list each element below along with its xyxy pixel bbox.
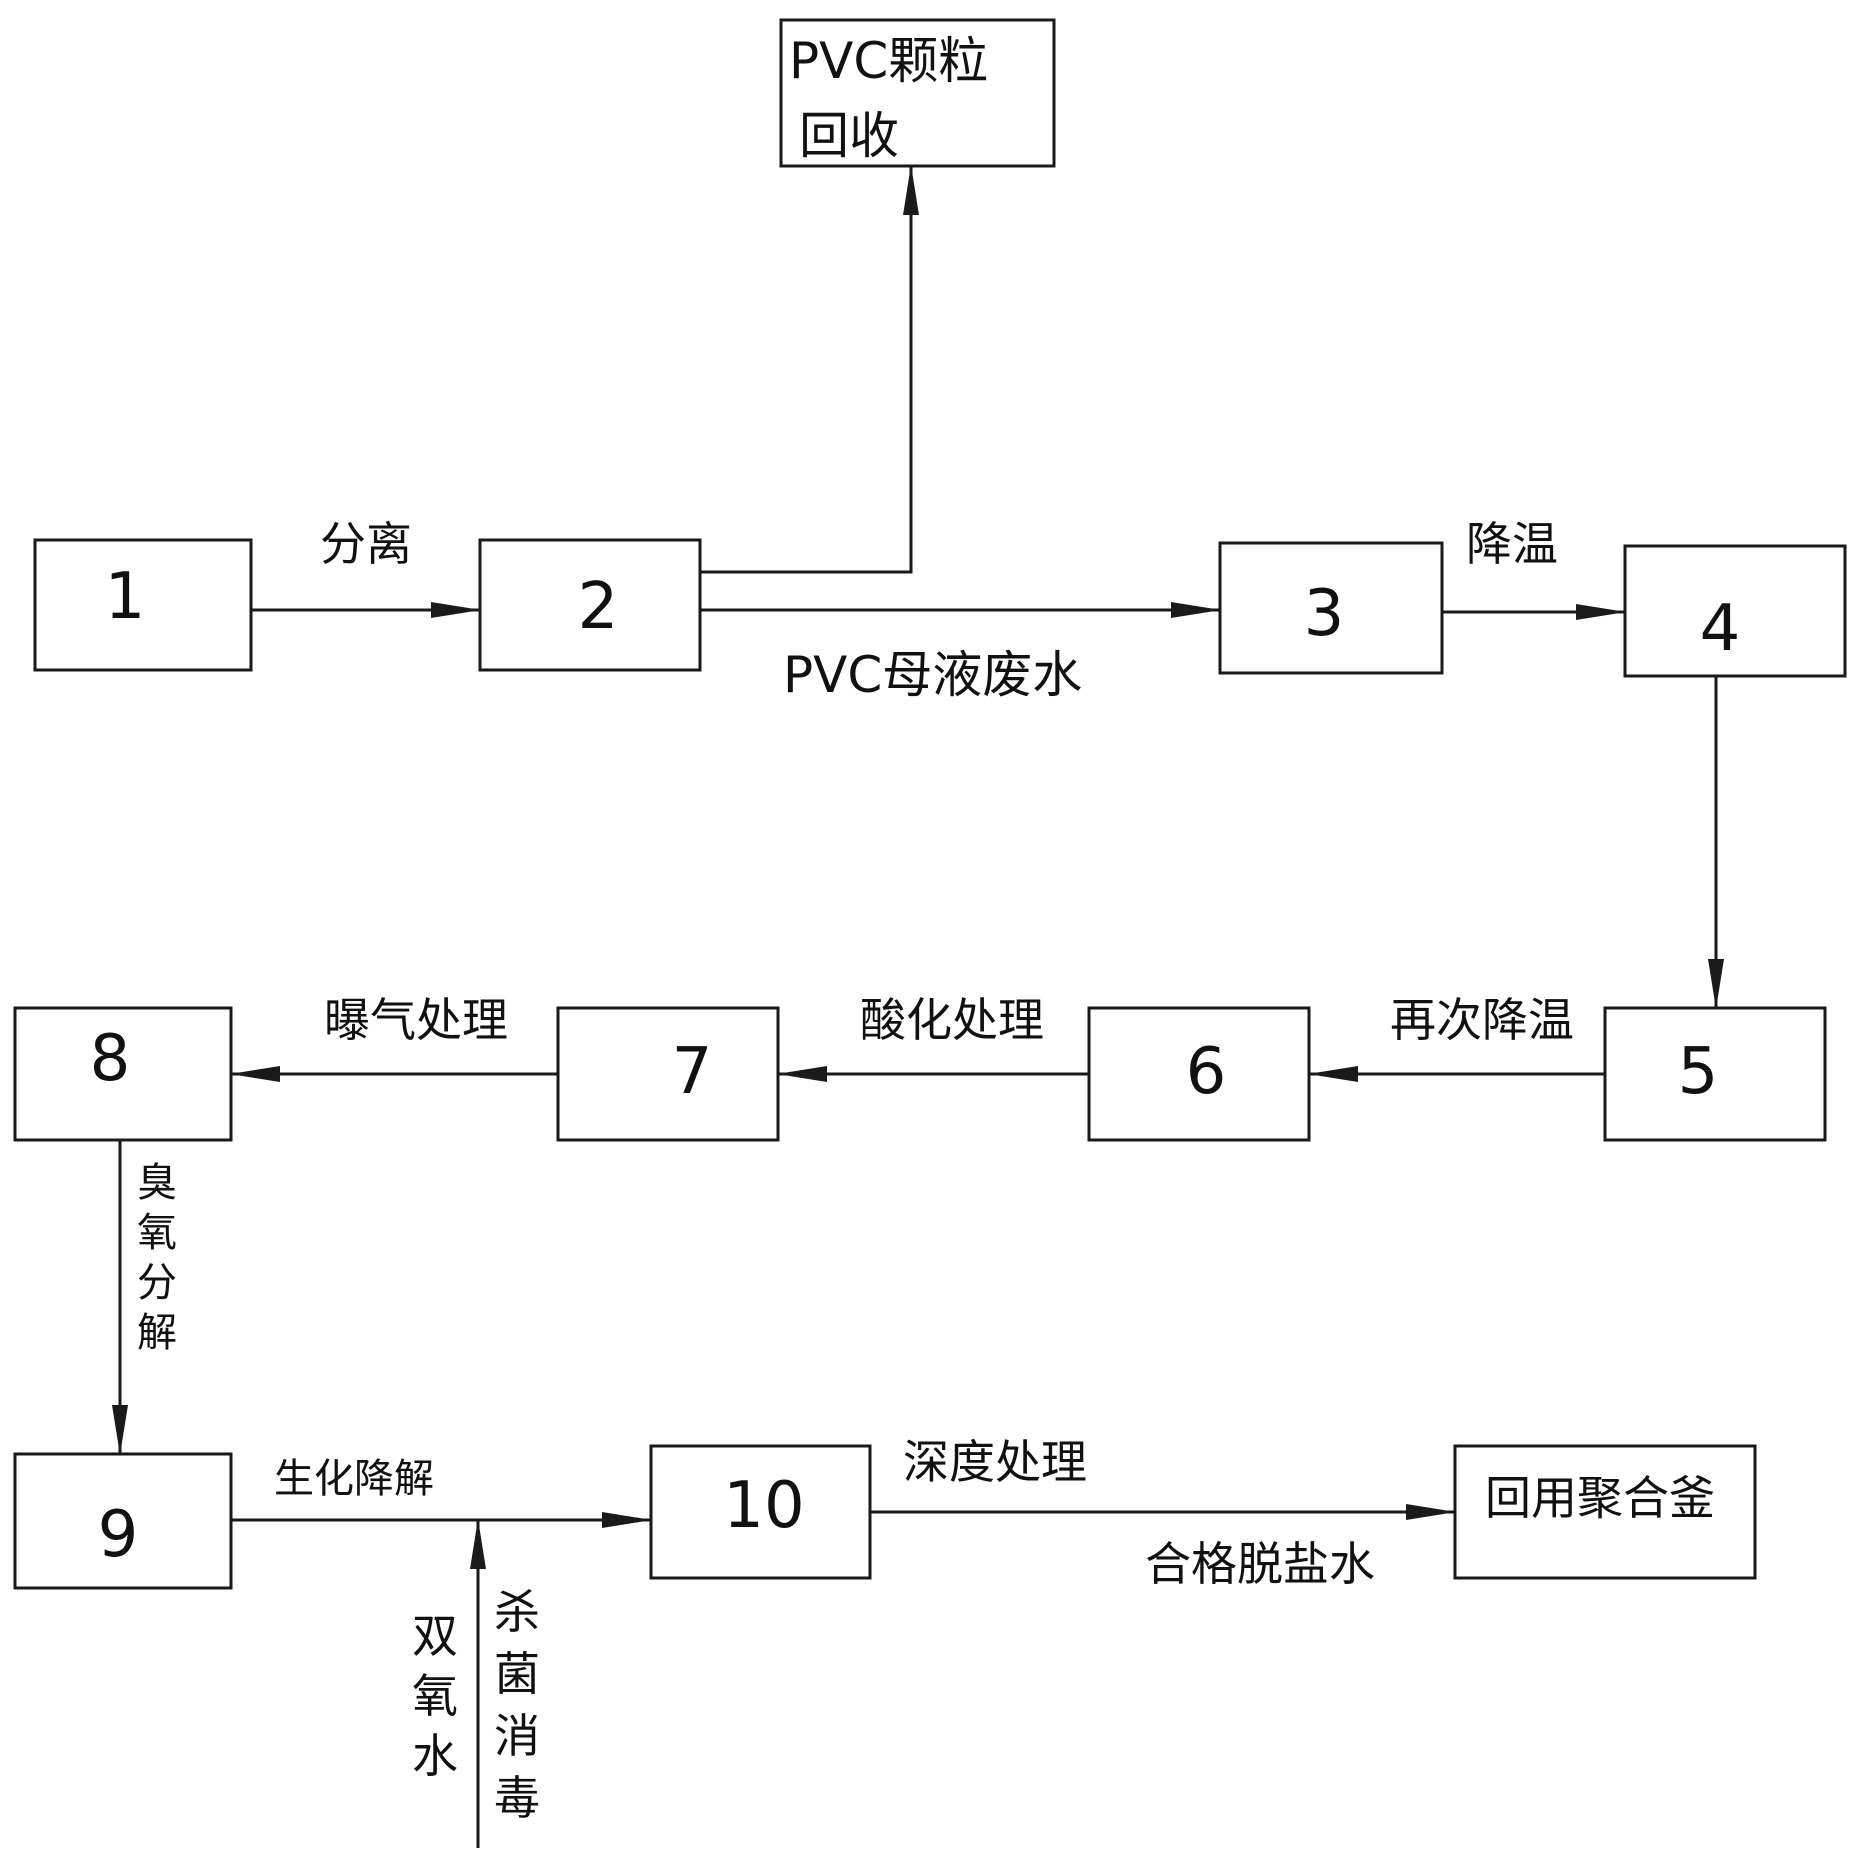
edge-label-biochemical: 生化降解 xyxy=(274,1456,434,1502)
edge-label-aeration: 曝气处理 xyxy=(324,993,508,1047)
edge-label-qualified-water: 合格脱盐水 xyxy=(1145,1537,1375,1591)
node-8 xyxy=(13,1006,233,1142)
node-2 xyxy=(478,538,702,672)
edge-label-sterilization-1: 杀 xyxy=(494,1585,540,1639)
edge-label-sterilization-4: 毒 xyxy=(494,1771,540,1825)
edge-label-ozone-1: 臭 xyxy=(137,1160,177,1206)
edge-label-peroxide-2: 氧 xyxy=(412,1669,458,1723)
node-1-label: 1 xyxy=(105,560,146,634)
reuse-label: 回用聚合釜 xyxy=(1485,1471,1715,1525)
node-10 xyxy=(649,1444,872,1580)
edge-label-pvc-wastewater: PVC母液废水 xyxy=(783,646,1082,704)
node-7 xyxy=(556,1006,780,1142)
edge-label-acidification: 酸化处理 xyxy=(860,993,1044,1047)
node-8-label: 8 xyxy=(90,1022,131,1096)
edge-label-ozone-3: 分 xyxy=(137,1260,177,1306)
edge-label-cooling: 降温 xyxy=(1466,517,1558,571)
node-7-label: 7 xyxy=(672,1035,713,1109)
node-6-label: 6 xyxy=(1186,1035,1227,1109)
node-1 xyxy=(33,538,253,672)
recovery-label-line1: PVC颗粒 xyxy=(789,32,988,90)
edge-label-sterilization-2: 菌 xyxy=(494,1647,540,1701)
edge-label-sterilization-3: 消 xyxy=(494,1709,540,1763)
edge-label-ozone-4: 解 xyxy=(137,1310,177,1356)
edge-label-deep-treatment: 深度处理 xyxy=(903,1435,1087,1489)
node-2-label: 2 xyxy=(578,570,619,644)
node-3-label: 3 xyxy=(1304,577,1345,651)
node-10-label: 10 xyxy=(723,1469,804,1543)
edge-label-peroxide-1: 双 xyxy=(412,1609,458,1663)
edge-label-ozone-2: 氧 xyxy=(137,1210,177,1256)
node-6 xyxy=(1087,1006,1311,1142)
recovery-label-line2: 回收 xyxy=(799,107,899,165)
node-9 xyxy=(13,1452,233,1590)
edge-label-separation: 分离 xyxy=(320,517,412,571)
node-reuse xyxy=(1453,1444,1757,1580)
node-5-label: 5 xyxy=(1678,1035,1719,1109)
edge-label-peroxide-3: 水 xyxy=(412,1729,458,1783)
node-4-label: 4 xyxy=(1700,592,1741,666)
edge-label-cooling-again: 再次降温 xyxy=(1390,993,1574,1047)
node-3 xyxy=(1218,541,1444,675)
node-9-label: 9 xyxy=(98,1498,139,1572)
node-4 xyxy=(1623,544,1847,678)
arrow-2-recovery xyxy=(700,165,919,574)
